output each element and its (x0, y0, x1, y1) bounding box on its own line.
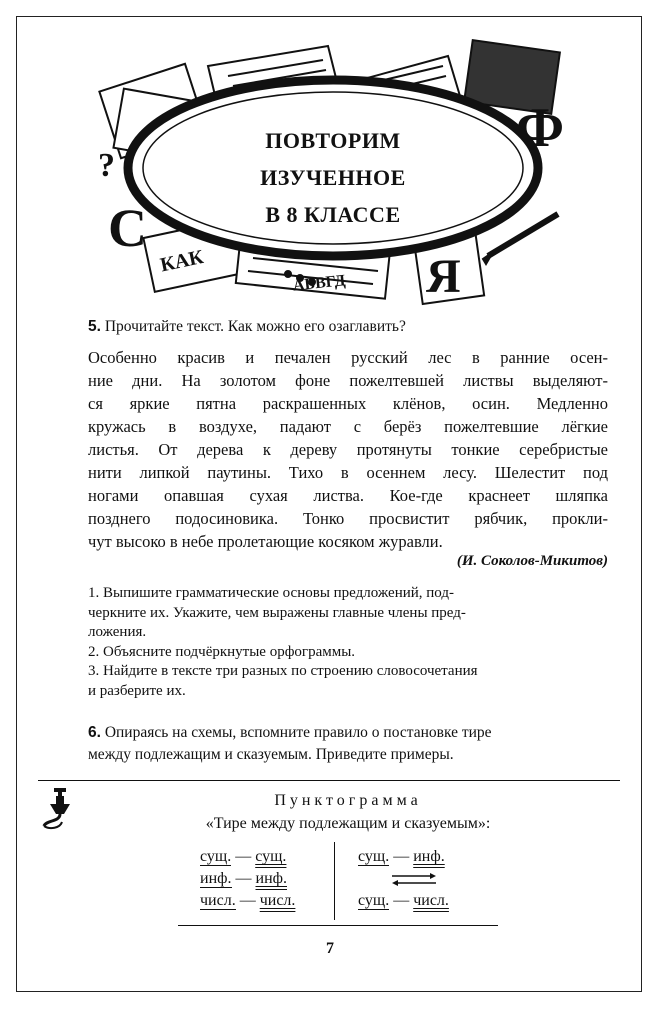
task-prompt: Прочитайте текст. Как можно его озаглави… (104, 318, 406, 335)
section-title: ПОВТОРИМ ИЗУЧЕННОЕ В 8 КЛАССЕ (168, 122, 498, 233)
scheme-row: сущ. — сущ. (200, 846, 295, 868)
task-5-prompt: 5. Прочитайте текст. Как можно его озагл… (88, 316, 608, 338)
subject: инф. (200, 870, 232, 888)
text-line: Особенно красив и печален русский лес в … (88, 348, 608, 367)
task-number: 5. (88, 318, 101, 335)
svg-text:?: ? (98, 147, 115, 184)
task6-line: между подлежащим и сказуемым. Приведите … (88, 746, 454, 763)
predicate: сущ. (255, 848, 287, 865)
dash: — (393, 892, 410, 909)
text-line: позднего подосиновика. Тонко просвистит … (88, 509, 608, 528)
title-line-2: ИЗУЧЕННОЕ (260, 165, 406, 190)
swap-arrows-icon (392, 873, 436, 886)
reading-text: Особенно красив и печален русский лес в … (88, 346, 608, 553)
punctogram-icon (42, 788, 70, 830)
title-line-3: В 8 КЛАССЕ (265, 202, 401, 227)
scheme-row: сущ. — инф. (358, 846, 449, 868)
text-line: ся яркие пятна раскрашенных клёнов, осин… (88, 394, 608, 413)
predicate: числ. (259, 892, 296, 909)
scheme-left: сущ. — сущ. инф. — инф. числ. — числ. (200, 846, 295, 912)
dash: — (235, 848, 252, 865)
scheme-row: инф. — инф. (200, 868, 295, 890)
text-line: нити липкой паутины. Тихо в осеннем лесу… (88, 463, 608, 482)
subject: сущ. (200, 848, 232, 866)
text-line: листья. От дерева к дереву протянуты тон… (88, 440, 608, 459)
dash: — (235, 870, 252, 887)
predicate: инф. (255, 870, 288, 887)
predicate: числ. (413, 892, 449, 909)
task-number: 6. (88, 724, 101, 741)
punctogram-subtitle: «Тире между подлежащим и сказуемым»: (205, 815, 491, 832)
letter-s: С (108, 198, 147, 258)
page-frame (16, 16, 642, 992)
task6-line: Опираясь на схемы, вспомните правило о п… (104, 724, 492, 741)
title-line-1: ПОВТОРИМ (265, 128, 401, 153)
page-number: 7 (326, 940, 334, 957)
task-6: 6. Опираясь на схемы, вспомните правило … (88, 722, 608, 766)
text-line: чут высоко в небе пролетающие косяком жу… (88, 532, 443, 551)
scheme-right: сущ. — инф. сущ. — числ. (358, 846, 449, 912)
dash: — (393, 848, 410, 865)
subtask-line: и разберите их. (88, 682, 186, 699)
subtask-line: черкните их. Укажите, чем выражены главн… (88, 604, 466, 621)
swap-arrows (358, 868, 449, 890)
text-line: ние дни. На золотом фоне пожелтевшей лис… (88, 371, 608, 390)
subtask-line: 3. Найдите в тексте три разных по строен… (88, 663, 478, 679)
section-divider (38, 780, 620, 781)
subtask-line: 1. Выпишите грамматические основы предло… (88, 585, 455, 601)
header-illustration: Ф Я С КАК АБВГД ? (98, 39, 564, 306)
letter-ya: Я (426, 250, 461, 303)
subtask-line: ложения. (88, 624, 147, 640)
text-line: ногами опавшая сухая листва. Кое-где кра… (88, 486, 608, 505)
dash: — (239, 892, 256, 909)
text-line: кружась в воздухе, падают с берёз пожелт… (88, 417, 608, 436)
subtasks-list: 1. Выпишите грамматические основы предло… (88, 584, 608, 701)
scheme-bottom-rule (178, 925, 498, 926)
scheme-divider (334, 842, 335, 920)
subject: числ. (200, 892, 236, 910)
author-attribution: (И. Соколов-Микитов) (456, 553, 608, 569)
punctogram-title: Пунктограмма (274, 792, 422, 809)
scheme-row: числ. — числ. (200, 890, 295, 912)
scheme-row: сущ. — числ. (358, 890, 449, 912)
predicate: инф. (413, 848, 445, 865)
subtask-line: 2. Объясните подчёркнутые орфограммы. (88, 643, 356, 660)
subject: сущ. (358, 848, 390, 866)
subject: сущ. (358, 892, 390, 910)
svg-text:АБВГД: АБВГД (292, 272, 346, 294)
